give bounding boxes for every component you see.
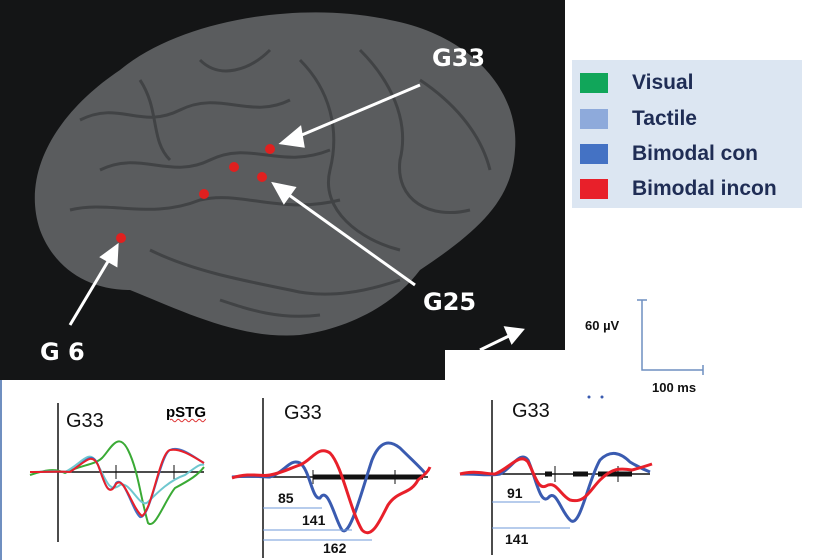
trace-bimodal-con <box>459 452 651 523</box>
legend-label: Bimodal incon <box>632 177 777 200</box>
swatch <box>580 179 608 199</box>
latency-label: 141 <box>302 512 326 528</box>
panel-cutout <box>445 350 565 380</box>
left-edge-bar <box>0 380 2 560</box>
trace-tactile <box>29 455 205 505</box>
plot-2-title: G33 <box>284 402 322 424</box>
legend-label: Bimodal con <box>632 142 759 165</box>
electrode-label-g33: G33 <box>432 44 486 72</box>
legend-item-bimodal-incon: Bimodal incon <box>580 174 777 204</box>
brain-image <box>34 12 525 352</box>
legend-label: Visual <box>632 71 694 94</box>
latency-label: 91 <box>507 485 523 501</box>
electrode-label-g6: G 6 <box>40 338 85 366</box>
brain-panel: G33 G25 G 6 <box>0 0 565 380</box>
swatch <box>580 73 608 93</box>
legend-item-bimodal-con: Bimodal con <box>580 139 758 169</box>
swatch <box>580 144 608 164</box>
plot-3-axes <box>460 400 650 555</box>
erp-plots <box>29 395 653 558</box>
latency-label: 141 <box>505 531 529 547</box>
trace-bimodal-incon <box>231 449 432 534</box>
electrode-label-g25: G25 <box>423 288 477 316</box>
plot-3-title: G33 <box>512 400 550 422</box>
latency-label: 85 <box>278 490 294 506</box>
latency-label: 162 <box>323 540 347 556</box>
legend-item-visual: Visual <box>580 68 693 98</box>
trace-bimodal-incon <box>459 457 653 503</box>
legend-item-tactile: Tactile <box>580 104 697 134</box>
legend: Visual Tactile Bimodal con Bimodal incon <box>572 60 802 208</box>
plot-1-region: pSTG <box>166 404 206 421</box>
swatch <box>580 109 608 129</box>
trace-bimodal-con <box>231 441 427 533</box>
scale-time: 100 ms <box>652 380 697 395</box>
legend-label: Tactile <box>632 107 697 130</box>
trace-bimodal-incon <box>29 448 205 518</box>
electrode-markers <box>116 144 275 243</box>
scale-bar <box>637 299 704 375</box>
plot-1-title: G33 <box>66 410 104 432</box>
scale-amplitude: 60 µV <box>585 318 620 333</box>
